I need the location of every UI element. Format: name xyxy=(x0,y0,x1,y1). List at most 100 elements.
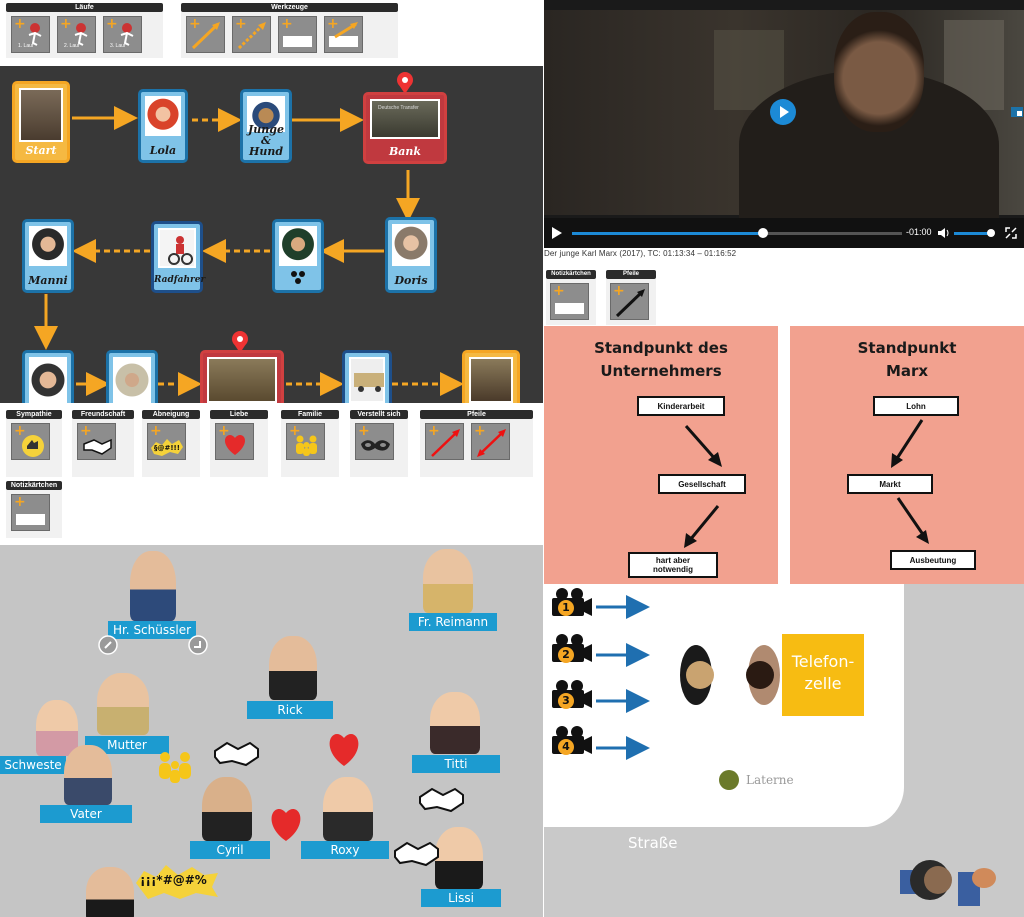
card-lola[interactable]: Lola xyxy=(138,89,188,163)
card-lola-label: Lola xyxy=(149,144,177,157)
verstellt-tool[interactable]: + xyxy=(355,423,394,460)
family-icon xyxy=(296,435,317,456)
lola-portrait xyxy=(145,96,181,136)
arrow-red-tool[interactable]: + xyxy=(425,423,464,460)
sympathie-group: Sympathie + xyxy=(6,410,62,477)
card-row3-2[interactable] xyxy=(106,350,158,403)
lauf-1-button[interactable]: + 1. Lauf xyxy=(11,16,50,53)
volume-handle[interactable] xyxy=(986,229,995,237)
location-pin-icon xyxy=(397,72,413,94)
radfahrer-image xyxy=(158,228,196,268)
handshake-icon[interactable] xyxy=(417,781,467,815)
scene-plan: 1 2 3 4 Telefon- zelle Laterne Straße xyxy=(544,584,1024,917)
liebe-tool[interactable]: + xyxy=(215,423,254,460)
dashed-arrow-icon xyxy=(237,22,266,50)
card-junge-hund[interactable]: Junge & Hund xyxy=(240,89,292,163)
titti-portrait xyxy=(430,692,480,754)
telefonzelle-box[interactable]: Telefon- zelle xyxy=(782,634,864,716)
box-line-1: hart aber xyxy=(655,556,691,565)
actor-2-icon[interactable] xyxy=(746,645,780,705)
verstellt-title: Verstellt sich xyxy=(350,410,408,419)
rick-name: Rick xyxy=(247,701,333,719)
fullscreen-icon[interactable] xyxy=(1005,227,1017,239)
curse-text: §@#!!! xyxy=(154,444,180,452)
plus-icon: + xyxy=(218,423,230,439)
play-icon[interactable] xyxy=(550,226,564,240)
play-overlay-button[interactable] xyxy=(770,99,796,125)
resize-icon[interactable] xyxy=(188,635,208,655)
mini-notiz-tool[interactable]: + xyxy=(550,283,589,320)
plus-icon: + xyxy=(189,16,201,32)
card-row3-1[interactable] xyxy=(22,350,74,403)
telefonzelle-line-1: Telefon- xyxy=(791,652,855,671)
titti-name: Titti xyxy=(412,755,500,773)
actor-1-icon[interactable] xyxy=(680,645,714,705)
time-remaining: -01:00 xyxy=(906,227,932,237)
handshake-icon[interactable] xyxy=(212,735,262,769)
card-bank[interactable]: Deutsche Transfer Bank xyxy=(363,92,447,164)
progress-handle[interactable] xyxy=(758,228,769,238)
pin-icon[interactable] xyxy=(98,635,118,655)
handshake-icon[interactable] xyxy=(392,835,442,869)
box-ausbeutung[interactable]: Ausbeutung xyxy=(890,550,976,570)
handshake-icon xyxy=(83,438,112,455)
junge-portrait xyxy=(247,96,285,132)
standpunkt-unternehmer-panel: Standpunkt des Unternehmers Kinderarbeit… xyxy=(544,326,778,584)
man-portrait xyxy=(29,357,67,403)
abneigung-title: Abneigung xyxy=(142,410,200,419)
vater-name: Vater xyxy=(40,805,132,823)
arrow-icon xyxy=(334,22,358,39)
plus-icon: + xyxy=(358,423,370,439)
card-radfahrer[interactable]: Radfahrer xyxy=(151,221,205,293)
lauf-2-button[interactable]: + 2. Lauf xyxy=(57,16,96,53)
sympathie-tool[interactable]: + xyxy=(11,423,50,460)
heart-icon[interactable] xyxy=(322,728,366,768)
video-player[interactable]: -01:00 xyxy=(544,0,1024,248)
card-row3-end[interactable] xyxy=(462,350,520,403)
card-start[interactable]: Start xyxy=(12,81,70,163)
freundschaft-group: Freundschaft + xyxy=(72,410,134,477)
camera-1-number: 1 xyxy=(558,600,574,616)
arrow-dashed-tool[interactable]: + xyxy=(232,16,271,53)
box-markt[interactable]: Markt xyxy=(847,474,933,494)
box-lohn[interactable]: Lohn xyxy=(873,396,959,416)
note-arrow-tool[interactable]: + xyxy=(324,16,363,53)
heart-icon[interactable] xyxy=(264,803,308,843)
abneigung-tool[interactable]: + §@#!!! xyxy=(147,423,186,460)
card-doris[interactable]: Doris xyxy=(385,217,437,293)
freundschaft-tool[interactable]: + xyxy=(77,423,116,460)
box-hart-aber-notwendig[interactable]: hart aber notwendig xyxy=(628,552,718,578)
laterne-icon[interactable] xyxy=(719,770,739,790)
note-tool[interactable]: + xyxy=(278,16,317,53)
familie-group: Familie + xyxy=(281,410,339,477)
progress-track[interactable] xyxy=(572,228,902,238)
curse-icon[interactable] xyxy=(134,861,220,901)
card-junge-label: Junge & xyxy=(248,123,284,147)
location-pin-icon xyxy=(232,331,248,353)
double-arrow-red-tool[interactable]: + xyxy=(471,423,510,460)
partial-portrait xyxy=(86,867,134,917)
card-bank-label: Bank xyxy=(388,145,422,158)
card-hund-label: Hund xyxy=(248,145,284,158)
arrow-solid-tool[interactable]: + xyxy=(186,16,225,53)
volume-track[interactable] xyxy=(954,229,995,237)
card-manni[interactable]: Manni xyxy=(22,219,74,293)
heart-icon xyxy=(224,435,246,455)
card-start-label: Start xyxy=(25,144,57,157)
volume-icon[interactable] xyxy=(937,227,949,239)
pip-icon[interactable] xyxy=(1011,106,1023,118)
family-icon[interactable] xyxy=(154,748,196,786)
box-gesellschaft[interactable]: Gesellschaft xyxy=(658,474,746,494)
plus-icon: + xyxy=(327,16,339,32)
box-kinderarbeit[interactable]: Kinderarbeit xyxy=(637,396,725,416)
lauf-3-button[interactable]: + 3. Lauf xyxy=(103,16,142,53)
familie-tool[interactable]: + xyxy=(286,423,325,460)
notiz-tool[interactable]: + xyxy=(11,494,50,531)
card-row3-casino[interactable] xyxy=(200,350,284,403)
mini-arrow-tool[interactable]: + xyxy=(610,283,649,320)
card-row3-truck[interactable] xyxy=(342,350,392,403)
plus-icon: + xyxy=(613,283,625,299)
card-unknown[interactable] xyxy=(272,219,324,293)
figure-group-icon[interactable] xyxy=(898,854,998,914)
